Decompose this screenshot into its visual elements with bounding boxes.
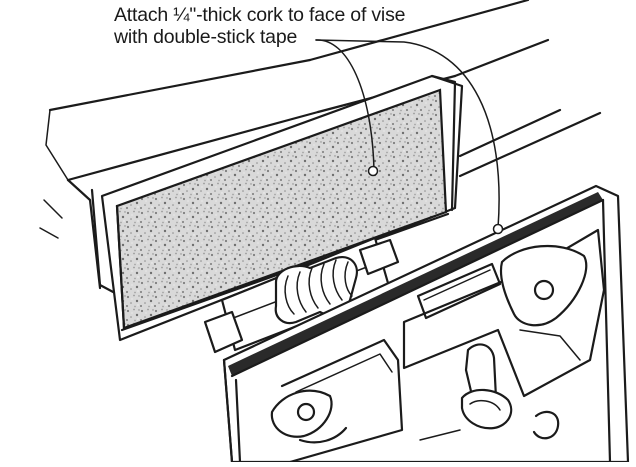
workbench <box>39 0 602 295</box>
callout-leaders <box>315 39 504 235</box>
annotation-line-2: with double-stick tape <box>114 26 298 48</box>
annotation-line-1: Attach ¼"-thick cork to face of vise <box>114 4 406 26</box>
leader-dot-front-jaw <box>492 223 504 235</box>
front-jaw <box>222 184 630 464</box>
leader-dot-cork <box>367 165 379 177</box>
